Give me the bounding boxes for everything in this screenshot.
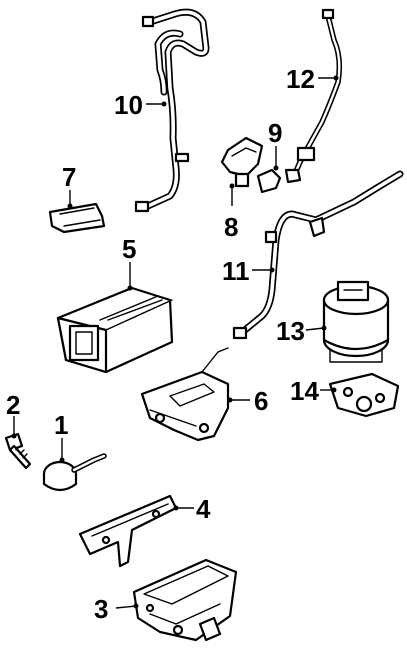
callout-5: 5 <box>122 234 136 264</box>
part-11-egr-tube <box>232 170 404 340</box>
part-9-clip <box>256 168 282 194</box>
part-10-vacuum-hose <box>134 8 210 213</box>
callout-8: 8 <box>224 212 238 242</box>
part-2-bolt <box>4 432 32 470</box>
leader-lines <box>11 75 339 609</box>
callout-2: 2 <box>6 390 20 420</box>
part-6-mounting-bracket <box>140 347 230 442</box>
part-13-egr-valve <box>322 280 390 363</box>
part-12-oxygen-sensor <box>284 8 343 184</box>
part-5-canister <box>56 286 174 374</box>
part-14-gasket <box>328 372 400 418</box>
callout-10: 10 <box>114 90 143 120</box>
part-4-bracket <box>78 494 178 568</box>
callout-3: 3 <box>94 594 108 624</box>
callout-labels: 10 12 9 7 8 5 11 13 14 6 2 1 4 3 <box>6 64 319 624</box>
callout-11: 11 <box>222 256 250 286</box>
part-1-knock-sensor <box>42 453 107 492</box>
callout-6: 6 <box>254 386 268 416</box>
part-3-control-module <box>132 558 238 642</box>
part-7-bracket <box>48 202 106 234</box>
part-8-sensor <box>220 136 264 188</box>
callout-12: 12 <box>286 64 315 94</box>
callout-1: 1 <box>54 410 68 440</box>
callout-14: 14 <box>290 376 319 406</box>
callout-7: 7 <box>62 162 76 192</box>
callout-4: 4 <box>196 494 211 524</box>
callout-9: 9 <box>268 118 282 148</box>
callout-13: 13 <box>276 316 305 346</box>
